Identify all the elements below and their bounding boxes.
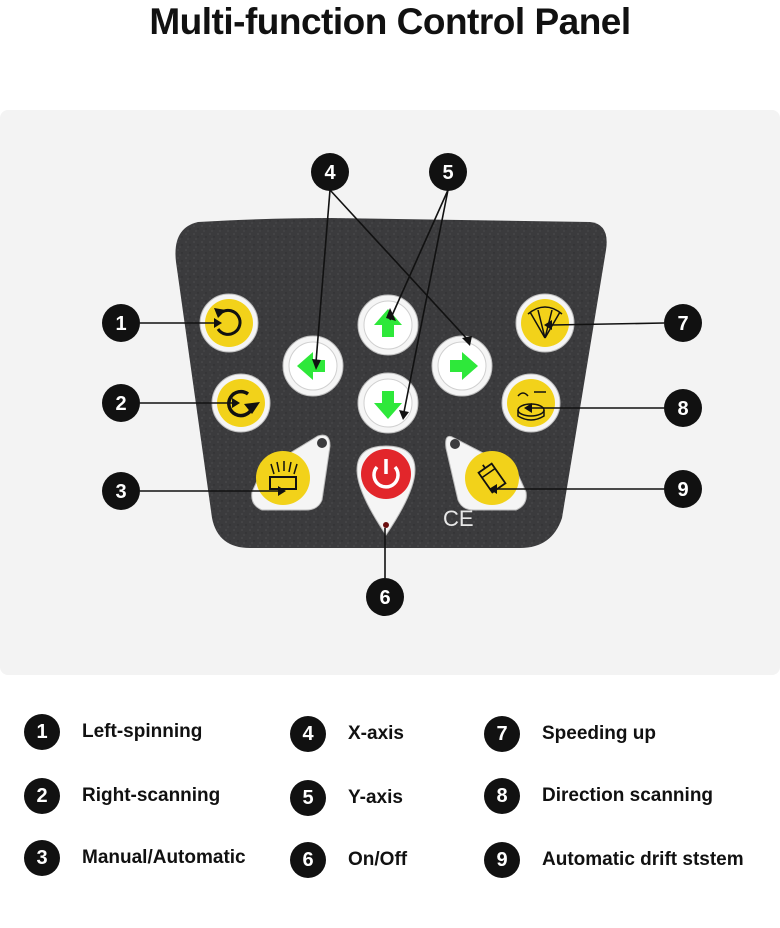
- drift-icon: [477, 462, 507, 494]
- svg-text:6: 6: [379, 587, 390, 609]
- legend-label: On/Off: [348, 849, 408, 870]
- legend-number: 6: [290, 842, 326, 878]
- arrow-down-icon: [374, 391, 402, 419]
- legend-item: 5 Y-axis: [290, 778, 403, 818]
- legend-item: 8 Direction scanning: [484, 776, 713, 816]
- legend-item: 9 Automatic drift ststem: [484, 840, 744, 880]
- callout-lines: [140, 189, 665, 578]
- svg-text:9: 9: [677, 479, 688, 501]
- ce-mark: CE: [443, 506, 474, 531]
- manual-mode-icon: [269, 476, 297, 490]
- direction-scanning-button[interactable]: [501, 373, 561, 433]
- legend-label: Right-scanning: [82, 785, 221, 806]
- arrow-up-icon: [374, 309, 402, 337]
- callout-8: 8: [664, 389, 702, 427]
- legend-item: 6 On/Off: [290, 840, 407, 880]
- legend-number: 4: [290, 716, 326, 752]
- legend-number: 1: [24, 714, 60, 750]
- svg-text:5: 5: [442, 162, 453, 184]
- legend-item: 3 Manual/Automatic: [24, 838, 246, 878]
- legend-number: 9: [484, 842, 520, 878]
- legend-label: Left-spinning: [82, 721, 203, 742]
- legend-label: X-axis: [348, 723, 404, 744]
- svg-text:4: 4: [324, 162, 336, 184]
- callout-5: 5: [429, 153, 467, 191]
- power-button[interactable]: [356, 445, 416, 536]
- legend-label: Manual/Automatic: [82, 847, 246, 868]
- rotate-right-icon: [227, 389, 254, 418]
- y-axis-down-button[interactable]: [357, 372, 419, 434]
- svg-text:7: 7: [677, 313, 688, 335]
- y-axis-up-button[interactable]: [357, 294, 419, 356]
- legend-item: 7 Speeding up: [484, 714, 656, 754]
- legend-number: 3: [24, 840, 60, 876]
- svg-text:1: 1: [115, 313, 126, 335]
- speeding-up-button[interactable]: [515, 293, 575, 353]
- legend-item: 4 X-axis: [290, 714, 404, 754]
- arrow-right-icon: [450, 352, 478, 380]
- arrow-left-icon: [297, 352, 325, 380]
- callout-6: 6: [366, 578, 404, 616]
- right-scanning-button[interactable]: [211, 373, 271, 433]
- svg-text:2: 2: [115, 393, 126, 415]
- legend-label: Automatic drift ststem: [542, 849, 744, 870]
- callout-1: 1: [102, 304, 140, 342]
- legend-number: 5: [290, 780, 326, 816]
- legend-label: Speeding up: [542, 723, 656, 744]
- callout-7: 7: [664, 304, 702, 342]
- left-spinning-button[interactable]: [199, 293, 259, 353]
- svg-text:3: 3: [115, 481, 126, 503]
- x-axis-left-button[interactable]: [282, 335, 344, 397]
- svg-text:8: 8: [677, 398, 688, 420]
- x-axis-right-button[interactable]: [431, 335, 493, 397]
- legend-label: Y-axis: [348, 787, 403, 808]
- legend-item: 2 Right-scanning: [24, 776, 220, 816]
- legend-number: 8: [484, 778, 520, 814]
- power-led: [383, 522, 389, 528]
- legend-number: 7: [484, 716, 520, 752]
- callout-4: 4: [311, 153, 349, 191]
- callout-3: 3: [102, 472, 140, 510]
- legend-label: Direction scanning: [542, 785, 714, 806]
- automatic-drift-button[interactable]: [445, 435, 527, 511]
- callout-9: 9: [664, 470, 702, 508]
- callout-2: 2: [102, 384, 140, 422]
- legend-number: 2: [24, 778, 60, 814]
- power-icon: [372, 465, 400, 489]
- callout-arrowheads: [214, 308, 552, 496]
- page-title: Multi-function Control Panel: [149, 1, 631, 42]
- legend-item: 1 Left-spinning: [24, 712, 202, 752]
- rotate-left-icon: [216, 308, 242, 336]
